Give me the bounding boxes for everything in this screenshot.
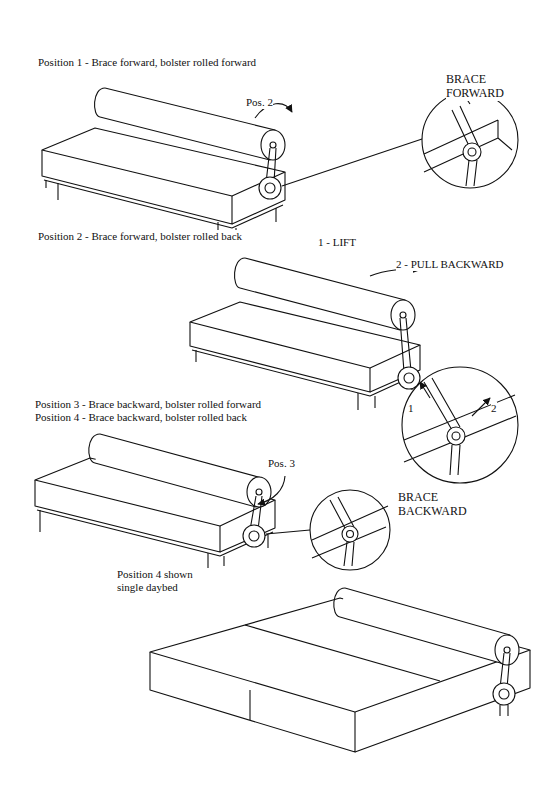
brace-label: BRACE BACKWARD [398,490,478,519]
position-heading: Position 3 - Brace backward, bolster rol… [35,398,261,411]
position-callout: Pos. 2 [246,96,273,109]
position-heading: Position 1 - Brace forward, bolster roll… [38,56,256,69]
step-number: 2 [491,402,497,415]
position-heading: Position 4 - Brace backward, bolster rol… [35,411,247,424]
step-label: 1 - LIFT [318,236,356,249]
daybed-position-4 [150,588,530,752]
daybed-position-1 [42,88,518,240]
daybed-position-3 [35,434,390,570]
brace-label: BRACE FORWARD [446,72,518,101]
position-note: Position 4 shown single daybed [117,568,217,594]
step-number: 1 [408,402,414,415]
step-label: 2 - PULL BACKWARD [396,258,503,271]
position-heading: Position 2 - Brace forward, bolster roll… [38,230,242,243]
daybed-position-2 [190,258,518,483]
position-callout: Pos. 3 [268,457,295,470]
